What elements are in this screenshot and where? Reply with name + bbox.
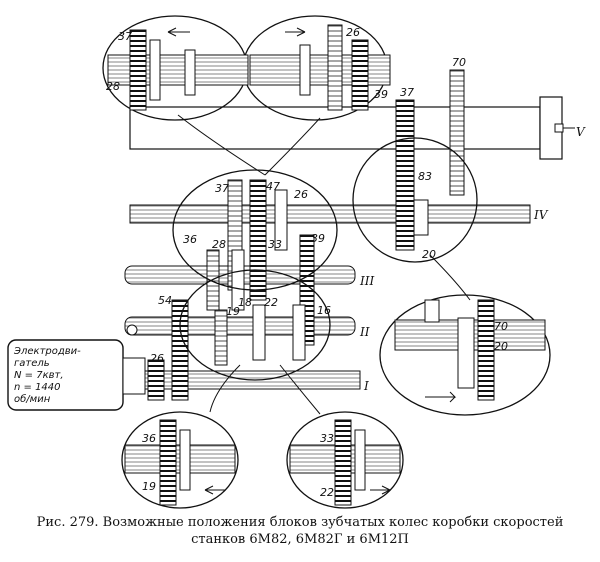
- gear-label-70b: 70: [494, 320, 508, 333]
- gear-label-28a: 28: [106, 80, 120, 93]
- gear-label-39a: 39: [374, 88, 388, 101]
- gear-label-19b: 19: [142, 480, 156, 493]
- gear-label-37c: 37: [215, 182, 229, 195]
- gear-label-36a: 36: [183, 233, 197, 246]
- motor-label-line2: гатель: [14, 358, 50, 369]
- detail-right-mid: [394, 299, 546, 403]
- shaft-label-I: I: [363, 379, 369, 393]
- gear-label-33a: 33: [268, 238, 282, 251]
- shaft-V: [129, 96, 575, 160]
- shaft-II: [124, 316, 356, 336]
- gear-label-33b: 33: [320, 432, 334, 445]
- detail-bottom-right: [289, 419, 401, 506]
- connector-arrows: [177, 114, 471, 415]
- caption-line-2: станков 6М82, 6М82Г и 6М12П: [191, 532, 409, 547]
- shaft-IV: [129, 204, 531, 224]
- motor-speed: n = 1440: [14, 382, 61, 393]
- motor-power: N = 7квт,: [14, 370, 64, 381]
- gear-label-54: 54: [158, 294, 172, 307]
- gear-label-18: 18: [238, 296, 252, 309]
- gear-label-39b: 39: [311, 232, 325, 245]
- gear-label-22a: 22: [264, 296, 278, 309]
- gear-label-16: 16: [317, 304, 331, 317]
- gear-label-28b: 28: [212, 238, 226, 251]
- gear-label-36b: 36: [142, 432, 156, 445]
- motor-speed-unit: об/мин: [14, 393, 51, 405]
- gear-label-19a: 19: [226, 305, 240, 318]
- shaft-label-IV: IV: [533, 208, 549, 222]
- gearbox-diagram: Электродви- гатель N = 7квт, n = 1440 об…: [7, 15, 586, 509]
- gear-label-20b: 20: [494, 340, 508, 353]
- detail-top-left: [107, 27, 249, 111]
- gear-label-22b: 22: [320, 486, 334, 499]
- electric-motor: Электродви- гатель N = 7квт, n = 1440 об…: [7, 324, 146, 411]
- gear-label-83: 83: [418, 170, 432, 183]
- detail-bottom-left: [124, 419, 236, 506]
- caption-line-1: Рис. 279. Возможные положения блоков зуб…: [36, 515, 564, 530]
- shaft-label-V: V: [576, 125, 586, 139]
- gear-label-26b: 26: [294, 188, 308, 201]
- gear-label-26c: 26: [150, 352, 164, 365]
- main-gears: [147, 69, 465, 401]
- gear-label-26a: 26: [346, 26, 360, 39]
- shaft-label-II: II: [359, 325, 370, 339]
- detail-circles: [102, 15, 551, 509]
- gear-label-37b: 37: [400, 86, 414, 99]
- detail-top-right: [249, 24, 391, 111]
- gear-label-70: 70: [452, 56, 466, 69]
- figure-caption: Рис. 279. Возможные положения блоков зуб…: [20, 514, 580, 548]
- gear-label-47: 47: [266, 180, 280, 193]
- motor-label-line1: Электродви-: [13, 346, 81, 357]
- shaft-label-III: III: [359, 274, 374, 288]
- gear-label-37a: 37: [118, 30, 132, 43]
- gear-label-20a: 20: [422, 248, 436, 261]
